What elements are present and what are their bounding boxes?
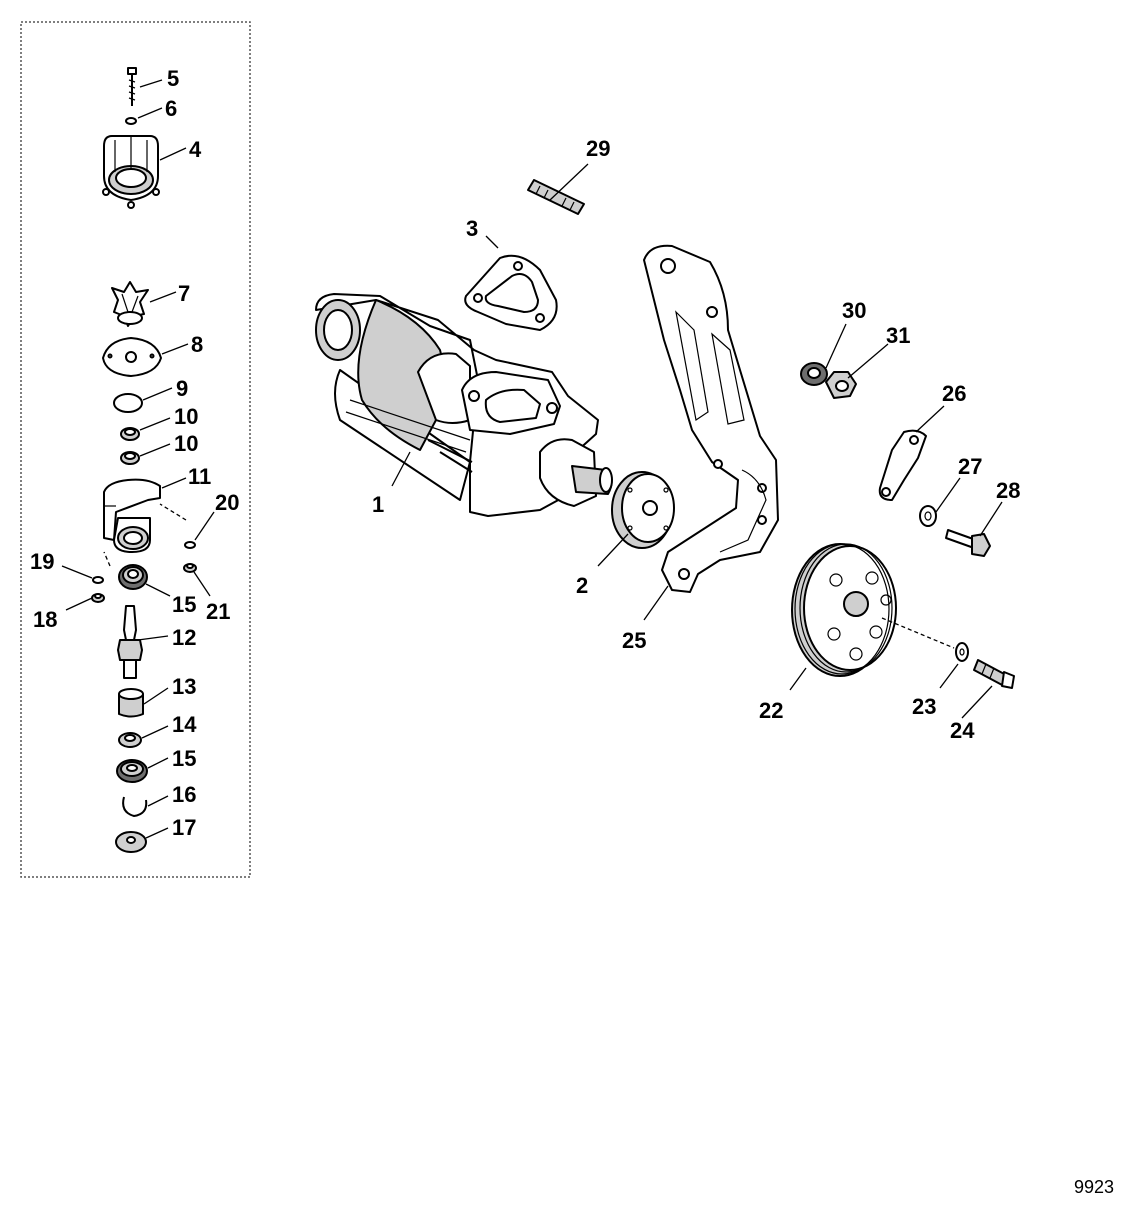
part-stud-29 <box>527 179 585 215</box>
part-nut-21 <box>183 563 197 573</box>
part-bearing-15b <box>116 759 148 783</box>
part-bolt-28 <box>945 529 991 557</box>
part-pulley-22 <box>791 543 897 677</box>
callout-7: 7 <box>178 281 190 306</box>
part-cap-17 <box>115 831 147 853</box>
part-snap-ring-16 <box>122 796 148 817</box>
callout-22: 22 <box>759 698 783 723</box>
part-nut-30 <box>800 362 828 386</box>
inset-leader-lines <box>61 79 215 839</box>
main-leader-lines <box>103 163 1003 719</box>
callout-10b: 10 <box>174 431 198 456</box>
callout-18: 18 <box>33 607 57 632</box>
part-bearing-15a <box>118 564 148 590</box>
part-wear-plate-8 <box>102 337 162 377</box>
part-shaft-12 <box>117 605 143 679</box>
part-o-ring-9 <box>113 393 143 413</box>
callout-21: 21 <box>206 599 230 624</box>
part-seal-10b <box>120 451 140 465</box>
callout-30: 30 <box>842 298 866 323</box>
part-screw-5 <box>127 67 137 106</box>
callout-12: 12 <box>172 625 196 650</box>
part-washer-6 <box>125 117 137 125</box>
callout-16: 16 <box>172 782 196 807</box>
callout-10a: 10 <box>174 404 198 429</box>
callout-3: 3 <box>466 216 478 241</box>
part-bracket-25 <box>643 244 779 593</box>
part-washer-19 <box>92 576 104 584</box>
callout-17: 17 <box>172 815 196 840</box>
part-gasket-3 <box>464 254 558 331</box>
callout-5: 5 <box>167 66 179 91</box>
figure-number: 9923 <box>1074 1177 1114 1197</box>
callout-4: 4 <box>189 137 202 162</box>
callout-2: 2 <box>576 573 588 598</box>
callout-31: 31 <box>886 323 910 348</box>
callout-20: 20 <box>215 490 239 515</box>
callout-27: 27 <box>958 454 982 479</box>
callout-19: 19 <box>30 549 54 574</box>
part-bearing-housing-11 <box>103 478 161 553</box>
part-nut-18 <box>91 593 105 603</box>
callout-1: 1 <box>372 492 384 517</box>
callout-29: 29 <box>586 136 610 161</box>
callout-labels: 5 6 4 7 8 9 10 10 11 20 19 15 21 18 12 1… <box>30 66 1114 1197</box>
inset-panel <box>20 21 251 878</box>
callout-15b: 15 <box>172 746 196 771</box>
callout-8: 8 <box>191 332 203 357</box>
callout-14: 14 <box>172 712 197 737</box>
part-coupling-2 <box>611 471 675 549</box>
callout-13: 13 <box>172 674 196 699</box>
part-pump-cover-4 <box>102 135 160 209</box>
callout-9: 9 <box>176 376 188 401</box>
part-sleeve-13 <box>118 688 144 718</box>
callout-24: 24 <box>950 718 975 743</box>
part-impeller-7 <box>111 281 149 327</box>
part-washer-23 <box>955 642 969 662</box>
part-bracket-26 <box>878 429 927 501</box>
callout-23: 23 <box>912 694 936 719</box>
part-washer-14 <box>118 732 142 748</box>
part-washer-20 <box>184 541 196 549</box>
part-washer-27 <box>919 505 937 527</box>
part-seawater-pump-1 <box>315 293 613 517</box>
callout-25: 25 <box>622 628 646 653</box>
part-seal-10a <box>120 427 140 441</box>
callout-6: 6 <box>165 96 177 121</box>
callout-26: 26 <box>942 381 966 406</box>
part-bolt-24 <box>973 659 1015 689</box>
part-nut-31 <box>825 371 857 399</box>
callout-28: 28 <box>996 478 1020 503</box>
callout-15a: 15 <box>172 592 196 617</box>
callout-11: 11 <box>188 464 211 489</box>
